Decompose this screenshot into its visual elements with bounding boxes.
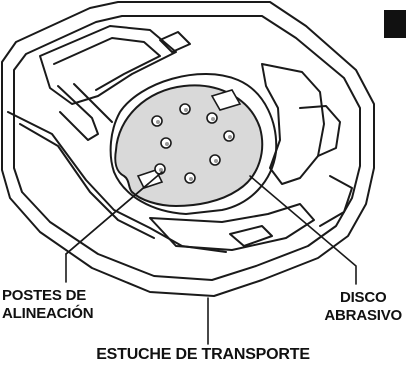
case-upper-recess <box>39 25 177 105</box>
leader-abrasive-disc <box>249 175 357 285</box>
label-abrasive-disc-line2: ABRASIVO <box>324 307 402 324</box>
page-corner-tab <box>384 10 406 38</box>
label-abrasive-disc: DISCO ABRASIVO <box>324 289 402 325</box>
label-carrying-case: ESTUCHE DE TRANSPORTE <box>96 346 310 363</box>
disc-clamp-tab-lower <box>136 169 164 189</box>
case-right-pocket <box>299 105 341 157</box>
case-groove-inner <box>73 83 113 123</box>
disc-clamp-tab <box>210 89 242 111</box>
case-right-step <box>319 175 353 227</box>
label-abrasive-disc-line1: DISCO <box>339 289 387 306</box>
case-right-compartment <box>261 63 325 185</box>
label-alignment-posts-line1: POSTES DE <box>2 287 87 304</box>
label-alignment-posts-line2: ALINEACIÓN <box>2 305 94 322</box>
case-groove <box>57 85 99 141</box>
case-lower-tray <box>149 203 315 251</box>
case-left-ledge-inner <box>19 123 155 239</box>
case-top-slot <box>159 31 191 53</box>
case-outer-shell <box>1 1 375 297</box>
label-alignment-posts: POSTES DE ALINEACIÓN <box>2 287 94 323</box>
disc-well-ring <box>109 73 278 215</box>
case-upper-recess-step <box>53 37 161 91</box>
case-lower-slot <box>229 225 273 247</box>
leader-alignment-posts-2 <box>65 171 163 255</box>
